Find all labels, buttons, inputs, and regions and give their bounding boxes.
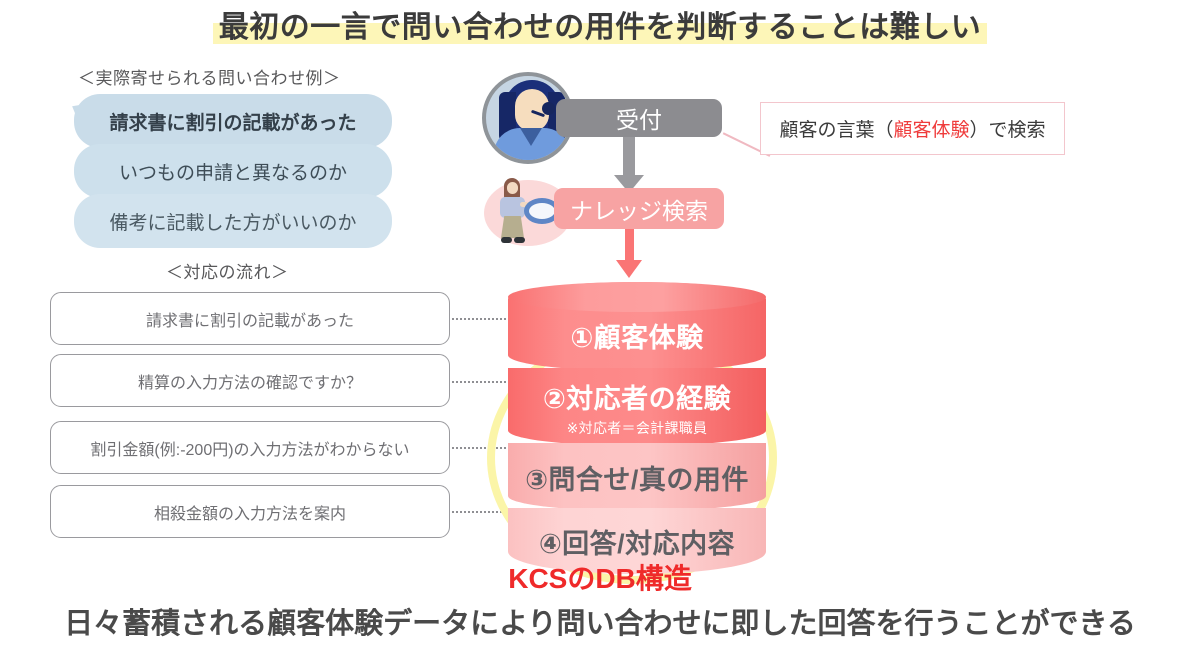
- page-title-text: 最初の一言で問い合わせの用件を判断することは難しい: [212, 11, 988, 44]
- flow-step-box: 相殺金額の入力方法を案内: [50, 485, 450, 538]
- arrow-down-icon: [614, 137, 644, 193]
- inquiry-examples-group: 請求書に割引の記載があった いつもの申請と異なるのか 備考に記載した方がいいのか: [72, 94, 394, 248]
- callout-prefix: 顧客の言葉（: [779, 120, 894, 141]
- db-layer-4: ④回答/対応内容: [508, 508, 766, 574]
- connector-dotted-line: [452, 381, 510, 383]
- headset-icon: [542, 102, 555, 115]
- connector-dotted-line: [452, 447, 510, 449]
- callout-suffix: ）で検索: [969, 120, 1046, 141]
- inquiry-bubble: いつもの申請と異なるのか: [74, 144, 392, 198]
- examples-heading: ＜実際寄せられる問い合わせ例＞: [78, 69, 341, 88]
- db-layer-2: ②対応者の経験 ※対応者＝会計課職員: [508, 368, 766, 446]
- search-callout-box: 顧客の言葉（顧客体験）で検索: [760, 102, 1065, 155]
- db-layer-label: ①顧客体験: [570, 322, 704, 353]
- cylinder-top-highlight: [508, 282, 766, 312]
- search-person-shoe-left: [501, 237, 512, 243]
- db-layer-label: ④回答/対応内容: [538, 528, 736, 559]
- kcs-database-cylinder: ①顧客体験 ②対応者の経験 ※対応者＝会計課職員 ③問合せ/真の用件 ④回答/対…: [508, 282, 766, 574]
- reception-banner: 受付: [556, 99, 722, 137]
- search-person-face: [507, 182, 518, 194]
- knowledge-search-banner: ナレッジ検索: [554, 188, 724, 229]
- inquiry-bubble: 請求書に割引の記載があった: [74, 94, 392, 148]
- connector-dotted-line: [452, 318, 510, 320]
- callout-accent: 顧客体験: [893, 120, 970, 141]
- bottom-caption: 日々蓄積される顧客体験データにより問い合わせに即した回答を行うことができる: [64, 608, 1136, 640]
- connector-dotted-line: [452, 511, 510, 513]
- avatar-hands: [518, 160, 546, 164]
- flow-step-box: 割引金額(例:-200円)の入力方法がわからない: [50, 421, 450, 474]
- search-person-shoe-right: [514, 237, 525, 243]
- search-person-skirt: [501, 216, 524, 238]
- db-layer-3: ③問合せ/真の用件: [508, 443, 766, 511]
- arrow-down-icon: [616, 229, 642, 278]
- flow-step-box: 精算の入力方法の確認ですか？: [50, 354, 450, 407]
- page-title: 最初の一言で問い合わせの用件を判断することは難しい: [0, 6, 1200, 50]
- db-layer-note: ※対応者＝会計課職員: [566, 419, 708, 436]
- db-layer-label: ③問合せ/真の用件: [525, 464, 749, 495]
- flow-step-box: 請求書に割引の記載があった: [50, 292, 450, 345]
- flow-heading: ＜対応の流れ＞: [166, 263, 289, 282]
- db-layer-label: ②対応者の経験: [542, 383, 732, 414]
- db-structure-caption: KCSのDB構造: [508, 563, 692, 594]
- search-person-top: [500, 197, 525, 218]
- inquiry-bubble: 備考に記載した方がいいのか: [74, 194, 392, 248]
